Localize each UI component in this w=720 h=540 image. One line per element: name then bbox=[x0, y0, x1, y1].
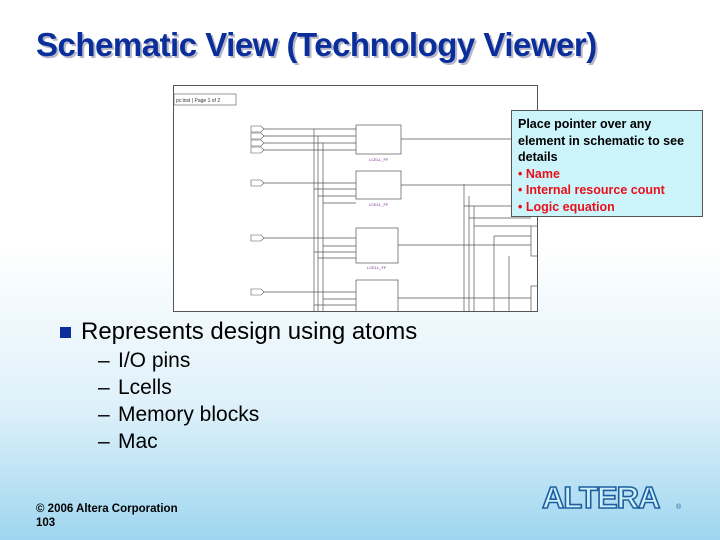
square-bullet-icon bbox=[60, 326, 71, 338]
callout-item: • Logic equation bbox=[518, 199, 615, 214]
copyright: © 2006 Altera Corporation bbox=[36, 503, 178, 515]
lcell-block[interactable] bbox=[530, 285, 538, 312]
page-label-box bbox=[174, 93, 237, 106]
cell-label: LCELL_FF bbox=[369, 202, 389, 207]
svg-text:ALTERA: ALTERA bbox=[542, 480, 660, 514]
schematic-diagram[interactable]: pc:inst | Page 1 of 2 LCELL_FF LCELL_FF … bbox=[174, 86, 538, 312]
dash-icon: – bbox=[98, 430, 110, 453]
callout-item: • Internal resource count bbox=[518, 183, 665, 197]
lcell-block[interactable] bbox=[355, 279, 399, 312]
callout-intro: Place pointer over any element in schema… bbox=[518, 117, 685, 164]
bullet-main: Represents design using atoms bbox=[81, 318, 418, 345]
slide-title: Schematic View (Technology Viewer) bbox=[36, 26, 597, 63]
page-label: pc:inst | Page 1 of 2 bbox=[176, 98, 220, 104]
callout-item: • Name bbox=[518, 166, 560, 181]
footer: © 2006 Altera Corporation 103 bbox=[36, 502, 178, 530]
altera-logo: ALTERA ® bbox=[540, 478, 690, 519]
page-number: 103 bbox=[36, 517, 56, 529]
bullet-list: Represents design using atoms –I/O pins … bbox=[60, 318, 417, 454]
tooltip-callout: Place pointer over any element in schema… bbox=[511, 110, 703, 217]
lcell-block[interactable] bbox=[355, 227, 399, 264]
svg-text:®: ® bbox=[676, 503, 682, 511]
dash-icon: – bbox=[98, 349, 110, 372]
sub-bullet: Memory blocks bbox=[118, 403, 260, 426]
lcell-block[interactable] bbox=[355, 170, 402, 200]
wires bbox=[264, 128, 537, 311]
sub-bullet: Mac bbox=[118, 430, 158, 453]
sub-bullet: I/O pins bbox=[118, 349, 191, 372]
sub-bullet: Lcells bbox=[118, 376, 172, 399]
cell-label: LCELL_FF bbox=[367, 265, 387, 270]
dash-icon: – bbox=[98, 403, 110, 426]
cell-label: LCELL_FF bbox=[369, 157, 389, 162]
schematic-viewer[interactable]: pc:inst | Page 1 of 2 LCELL_FF LCELL_FF … bbox=[173, 85, 538, 312]
input-pins[interactable] bbox=[250, 125, 265, 296]
dash-icon: – bbox=[98, 376, 110, 399]
lcell-block[interactable] bbox=[530, 225, 538, 257]
lcell-block[interactable] bbox=[355, 124, 402, 155]
